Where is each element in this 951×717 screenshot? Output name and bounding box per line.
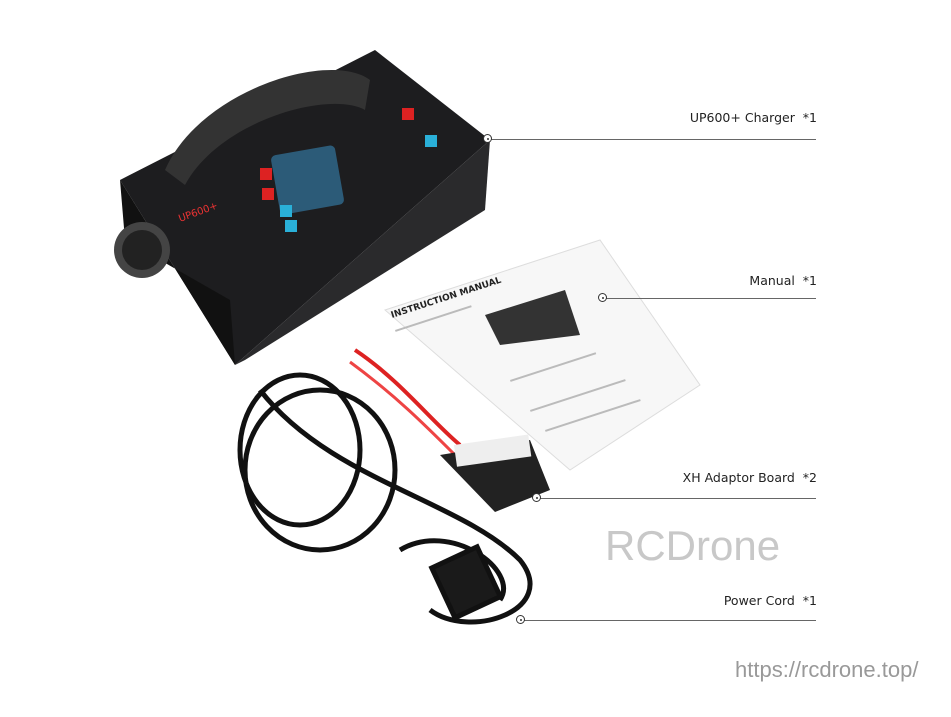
callout-charger-label: UP600+ Charger *1 xyxy=(689,110,817,125)
callout-manual-dot xyxy=(598,293,607,302)
manual-image: INSTRUCTION MANUAL xyxy=(384,239,701,471)
callout-power-cord-label: Power Cord *1 xyxy=(723,593,817,608)
site-url: https://rcdrone.top/ xyxy=(735,657,919,682)
callout-power-cord-dot xyxy=(516,615,525,624)
callout-manual-label: Manual *1 xyxy=(749,273,817,288)
xh-adaptor-board-image xyxy=(349,348,550,512)
watermark: RCDrone xyxy=(605,522,781,569)
callout-xh-label: XH Adaptor Board *2 xyxy=(682,470,817,485)
callout-xh-dot xyxy=(532,493,541,502)
callout-xh-line xyxy=(537,498,816,499)
callout-charger-dot xyxy=(483,134,492,143)
power-cord-image xyxy=(237,372,533,625)
charger-image: UP600+ xyxy=(114,50,490,365)
callout-manual-line xyxy=(603,298,816,299)
callout-charger-line xyxy=(488,139,816,140)
callout-power-cord-line xyxy=(521,620,816,621)
